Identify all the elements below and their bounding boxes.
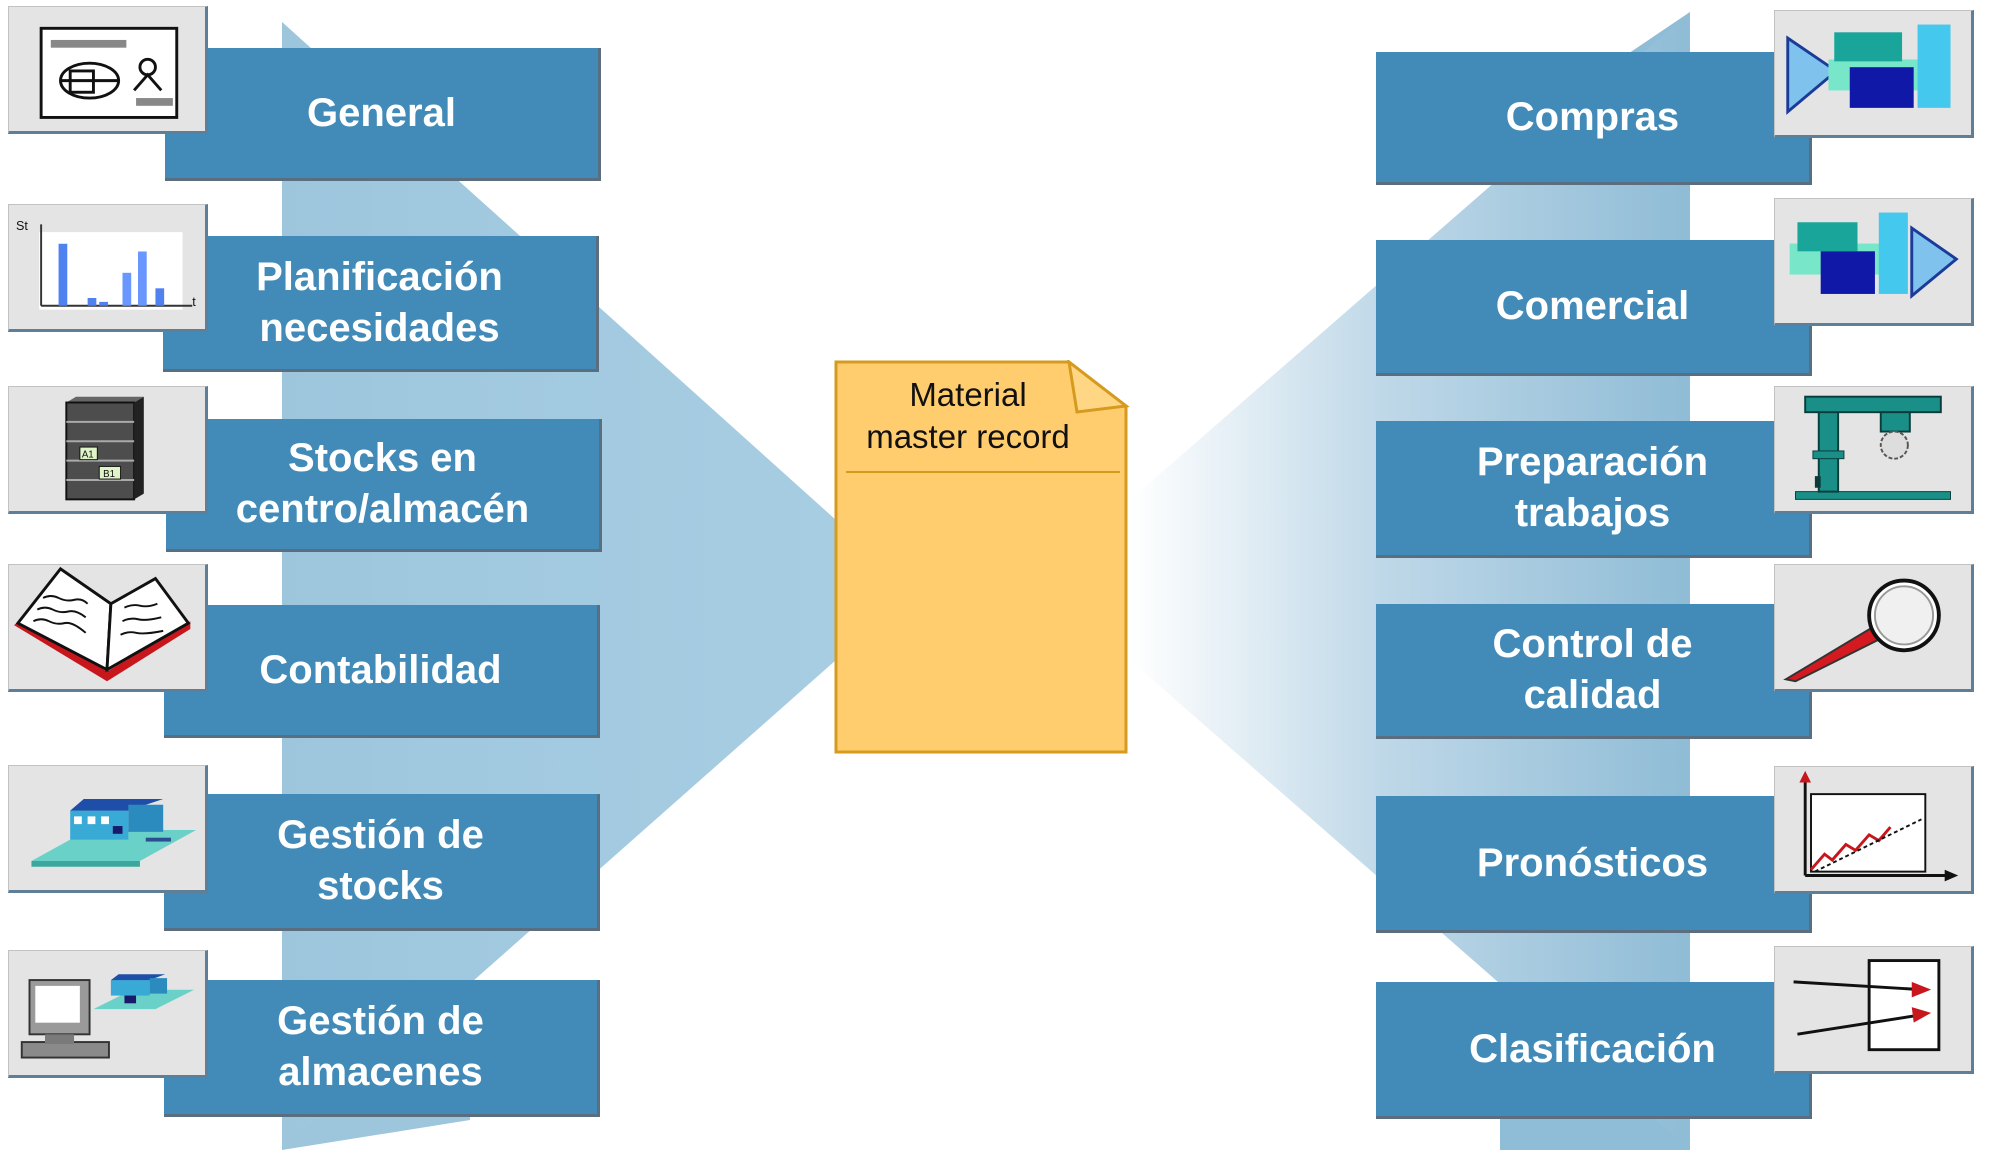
tile-label-forecasting: Pronósticos: [1476, 840, 1709, 885]
tile-label-quality: Control de calidad: [1492, 622, 1693, 717]
tile-purchasing[interactable]: Compras: [1376, 52, 1812, 185]
tile-work-scheduling[interactable]: Preparación trabajos: [1376, 421, 1812, 558]
storage-shelf-icon: A1 B1: [8, 386, 208, 514]
open-book-icon: [8, 564, 208, 692]
tile-label-inventory-mgmt: Gestión de stocks: [277, 813, 484, 908]
tile-forecasting[interactable]: Pronósticos: [1376, 796, 1812, 933]
tile-label-warehouse-mgmt: Gestión de almacenes: [277, 999, 484, 1094]
tile-mrp[interactable]: Planificación necesidades: [163, 236, 599, 372]
tile-plant-stock[interactable]: Stocks en centro/almacén: [166, 419, 602, 552]
general-data-icon: [8, 6, 208, 134]
bin-b-label: B1: [103, 469, 115, 480]
tile-label-general: General: [307, 90, 456, 135]
bin-a-label: A1: [82, 450, 94, 461]
tile-label-classification: Clasificación: [1469, 1026, 1716, 1071]
tile-inventory-mgmt[interactable]: Gestión de stocks: [164, 794, 600, 931]
tile-label-accounting: Contabilidad: [259, 647, 502, 692]
chart-x-label: t: [192, 295, 196, 309]
tile-label-mrp: Planificación necesidades: [256, 254, 503, 350]
drill-press-icon: [1774, 386, 1974, 514]
tile-label-purchasing: Compras: [1505, 94, 1680, 139]
tile-label-plant-stock: Stocks en centro/almacén: [235, 436, 530, 531]
tile-quality[interactable]: Control de calidad: [1376, 604, 1812, 739]
tile-general[interactable]: General: [165, 48, 601, 181]
tile-sales[interactable]: Comercial: [1376, 240, 1812, 376]
warehouse-icon: [8, 765, 208, 893]
tile-accounting[interactable]: Contabilidad: [164, 605, 600, 738]
computer-warehouse-icon: [8, 950, 208, 1078]
chart-y-label: St: [16, 219, 28, 233]
tile-warehouse-mgmt[interactable]: Gestión de almacenes: [164, 980, 600, 1117]
tile-label-sales: Comercial: [1495, 284, 1690, 328]
classification-arrows-icon: [1774, 946, 1974, 1074]
tile-label-work-scheduling: Preparación trabajos: [1476, 440, 1709, 535]
magnifier-icon: [1774, 564, 1974, 692]
material-master-document[interactable]: Material master record: [834, 360, 1130, 754]
bar-chart-icon: St t: [8, 204, 208, 332]
forecast-chart-icon: [1774, 766, 1974, 894]
sales-blocks-icon: [1774, 198, 1974, 326]
document-title: Material master record: [866, 376, 1070, 455]
purchasing-blocks-icon: [1774, 10, 1974, 138]
tile-classification[interactable]: Clasificación: [1376, 982, 1812, 1119]
document-icon: [834, 360, 1130, 754]
